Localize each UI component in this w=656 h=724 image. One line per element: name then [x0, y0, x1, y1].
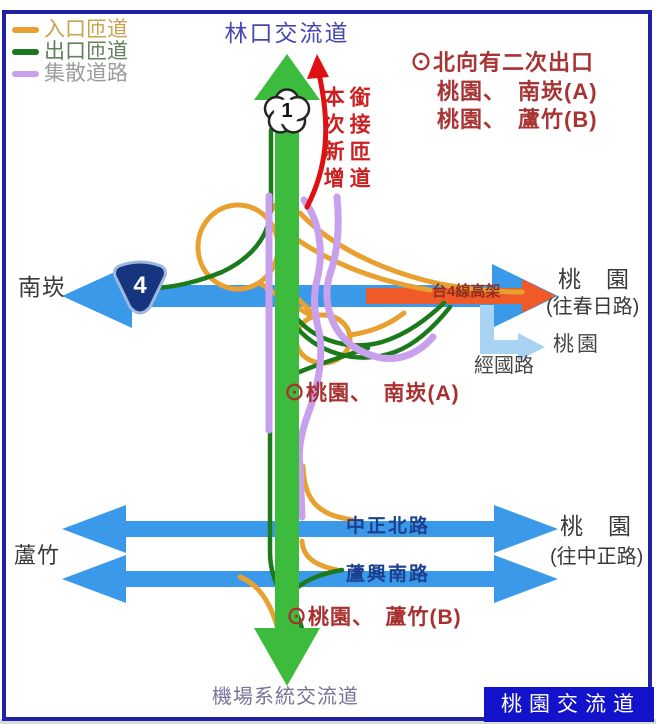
main-road-left-arrowhead — [62, 264, 132, 328]
north-exit-note-line1: ⊙北向有二次出口 — [410, 50, 595, 75]
route-4-number: 4 — [133, 272, 147, 299]
main-highway-arrow — [254, 54, 320, 686]
east-city-sub-label: (往春日路) — [546, 296, 640, 318]
luxing-south-road-label: 蘆興南路 — [346, 564, 431, 585]
exit-ramp-east-lower — [290, 304, 453, 360]
exit-ramps — [153, 127, 453, 632]
exit-ramp-east-upper — [288, 300, 447, 348]
entrance-ramp-east-upper — [297, 210, 525, 295]
legend-label-entrance: 入口匝道 — [44, 18, 128, 41]
legend-swatch-exit — [12, 49, 39, 55]
highway-south-arrowhead — [254, 628, 320, 686]
new-ramp-note-col1: 本次新增 — [321, 86, 345, 194]
entrance-ramp-luxing — [299, 538, 340, 573]
collector-far-east — [323, 193, 437, 363]
collector-roads — [265, 192, 437, 521]
entrance-loop-se-tail — [347, 310, 407, 338]
exit-b-label: ⊙桃園、 蘆竹(B) — [286, 606, 462, 629]
legend-swatch-collector — [12, 71, 39, 77]
national-highway-1-shield-icon — [263, 88, 311, 134]
linkou-interchange-label: 林口交流道 — [224, 20, 350, 46]
west-city-label: 南崁 — [18, 274, 66, 300]
exit-a-label: ⊙桃園、 南崁(A) — [284, 382, 460, 405]
new-ramp-note-col2: 銜接匝道 — [347, 86, 371, 194]
taoyuan-interchange-title-box: 桃園交流道 — [484, 687, 654, 722]
jingguo-road-label: 經國路 — [474, 355, 534, 377]
north-exit-note-line2: 桃園、 南崁(A) — [437, 79, 598, 104]
collector-east — [295, 196, 325, 521]
west-city2-label: 蘆竹 — [14, 543, 61, 568]
entrance-ramp-south — [237, 574, 280, 629]
bottom-strip — [0, 719, 656, 724]
national-highway-1-number: 1 — [281, 100, 293, 122]
zhongzheng-north-road-arrow — [62, 505, 558, 553]
legend-label-collector: 集散道路 — [44, 62, 128, 85]
legend-swatch-entrance — [12, 27, 39, 33]
diagram-border — [2, 10, 652, 721]
jingguo-road-branch-arrow — [480, 305, 545, 361]
route-4-shield-icon — [113, 260, 167, 315]
east-city-label: 桃 園 — [558, 266, 630, 292]
east-city2-sub-label: (往中正路) — [550, 546, 644, 568]
entrance-ramp-zhongzheng — [300, 463, 355, 523]
elevated-road-label: 台4線高架 — [432, 283, 501, 300]
east-city2-label: 桃 園 — [560, 513, 632, 539]
legend-label-exit: 出口匝道 — [44, 40, 128, 63]
airport-system-interchange-label: 機場系統交流道 — [212, 686, 359, 708]
north-exit-note-line3: 桃園、 蘆竹(B) — [437, 107, 598, 132]
entrance-ramp-east-lower — [289, 233, 433, 293]
highway-north-arrowhead — [254, 54, 320, 100]
zhongzheng-north-road-label: 中正北路 — [346, 516, 431, 537]
new-ramp-red-arrow — [304, 54, 329, 210]
jingguo-dest-label: 桃園 — [553, 333, 601, 356]
